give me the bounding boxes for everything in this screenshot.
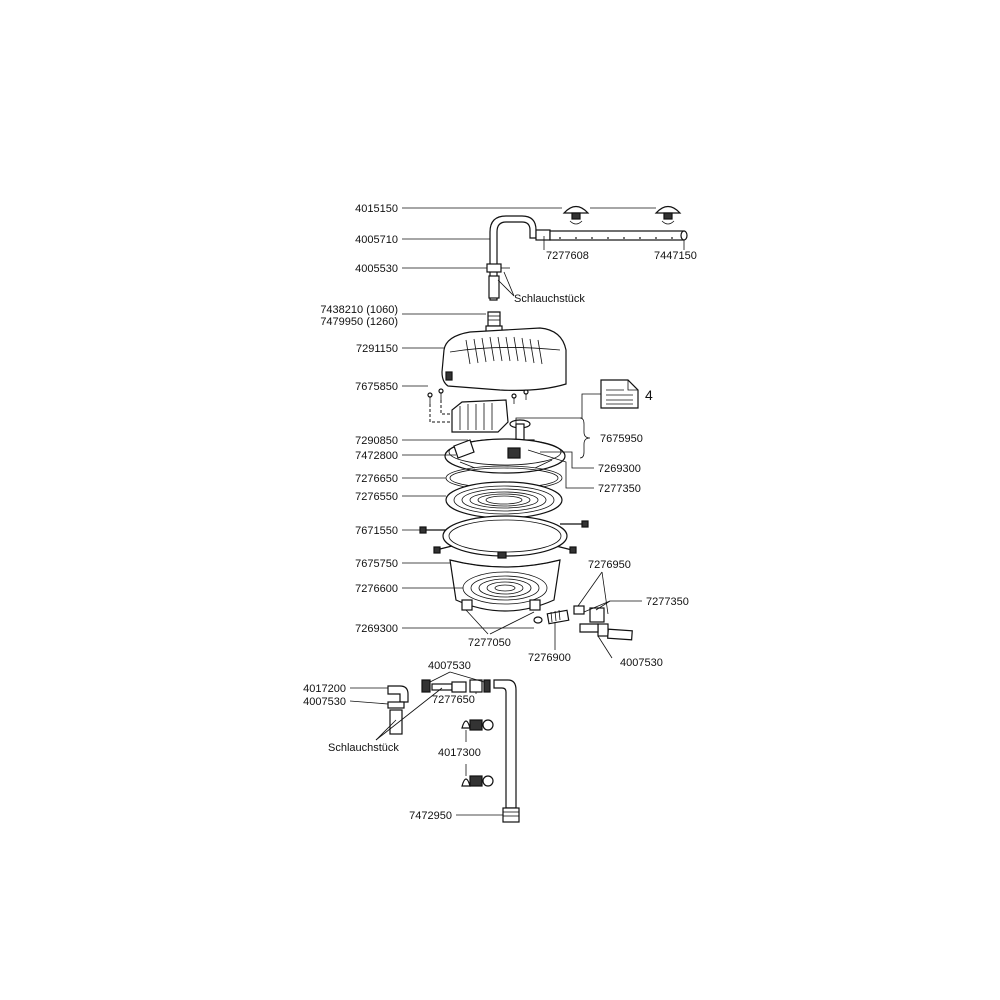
label-7447150: 7447150 (654, 250, 697, 262)
label-7438210: 7438210 (1060) (320, 304, 398, 316)
label-4015150: 4015150 (355, 203, 398, 215)
canister-body (419, 515, 589, 612)
label-7276600: 7276600 (355, 583, 398, 595)
label-schlauchstueck-bottom: Schlauchstück (328, 742, 399, 754)
label-7269300-left: 7269300 (355, 623, 398, 635)
screw-icon (427, 392, 433, 404)
label-4005710: 4005710 (355, 234, 398, 246)
leader-lines (349, 207, 685, 816)
suction-cup-icon (562, 205, 590, 225)
label-7269300-right: 7269300 (598, 463, 641, 475)
label-7277050: 7277050 (468, 637, 511, 649)
screw-icon (523, 389, 529, 400)
screw-icon (511, 393, 517, 404)
label-4005530: 4005530 (355, 263, 398, 275)
label-7277608: 7277608 (546, 250, 589, 262)
screw-icon (438, 388, 444, 400)
pump-head-cover (441, 327, 567, 391)
label-4007530-top: 4007530 (428, 660, 471, 672)
label-7472950: 7472950 (409, 810, 452, 822)
label-7276650: 7276650 (355, 473, 398, 485)
part-labels: 4015150 4005710 4005530 7277608 7447150 … (303, 203, 697, 822)
label-7675850: 7675850 (355, 381, 398, 393)
suction-cup-icon (461, 775, 494, 787)
valve-adapter-assembly (533, 605, 633, 641)
label-4017200: 4017200 (303, 683, 346, 695)
label-7290850: 7290850 (355, 435, 398, 447)
label-4007530-left: 4007530 (303, 696, 346, 708)
inlet-pipe-assembly (387, 679, 520, 823)
label-7277350-mid: 7277350 (598, 483, 641, 495)
document-icon (600, 379, 639, 409)
label-7675750: 7675750 (355, 558, 398, 570)
filter-lid (444, 438, 566, 474)
filter-pad-coarse (445, 481, 563, 519)
label-7276950: 7276950 (588, 559, 631, 571)
label-7277650: 7277650 (432, 694, 475, 706)
label-7277350-low: 7277350 (646, 596, 689, 608)
label-7472800: 7472800 (355, 450, 398, 462)
label-7291150: 7291150 (356, 343, 398, 355)
label-7479950: 7479950 (1260) (320, 316, 398, 328)
label-7671550: 7671550 (355, 525, 398, 537)
label-7276900: 7276900 (528, 652, 571, 664)
spray-holes (559, 237, 673, 239)
spray-bar-assembly (535, 205, 688, 241)
outlet-pipe-assembly (485, 215, 537, 333)
label-7675950: 7675950 (600, 433, 643, 445)
suction-cup-icon (654, 205, 682, 225)
label-7276550: 7276550 (355, 491, 398, 503)
suction-cup-icon (461, 719, 494, 731)
label-manual-number: 4 (645, 387, 653, 403)
label-4007530-right: 4007530 (620, 657, 663, 669)
label-4017300: 4017300 (438, 747, 481, 759)
label-schlauchstueck-top: Schlauchstück (514, 293, 585, 305)
cover-vent-slots (465, 336, 543, 365)
